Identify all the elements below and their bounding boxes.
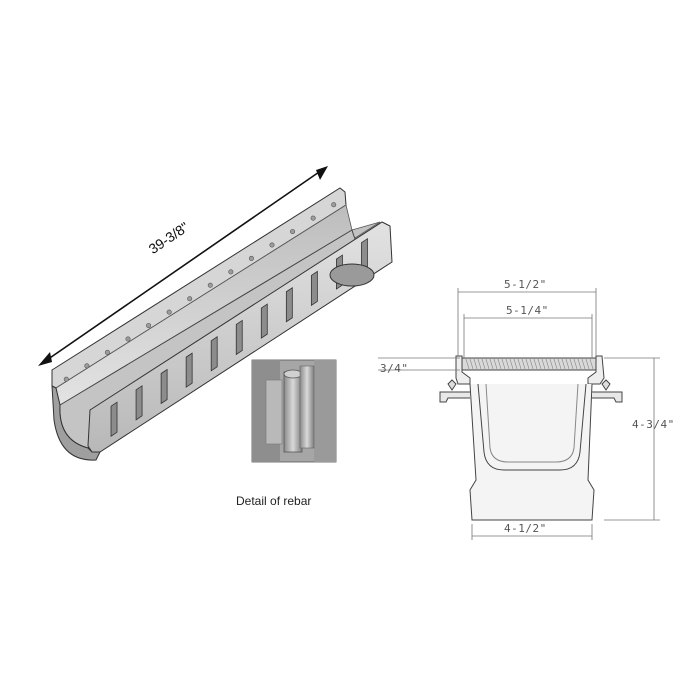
grate-slot	[513, 358, 518, 370]
rim-bump	[248, 255, 254, 261]
grate-slot	[585, 358, 590, 370]
grate-slot	[573, 358, 578, 370]
left-anchor	[439, 391, 470, 403]
grate-slot	[581, 358, 586, 370]
rim-bump	[104, 349, 110, 355]
grate-slot	[529, 358, 534, 370]
rim-bump	[331, 202, 337, 208]
front-rib	[185, 352, 193, 388]
rim-bump	[207, 282, 213, 288]
grate-slot	[541, 358, 546, 370]
grate-slot	[553, 358, 558, 370]
rim-bump	[228, 269, 234, 275]
channel-outlet	[329, 263, 375, 287]
frame-left-lip	[455, 355, 471, 385]
grate-slot	[569, 358, 574, 370]
grate-slot	[493, 358, 498, 370]
grate-slot	[521, 358, 526, 370]
grate-slot	[509, 358, 514, 370]
back-rim-ribs	[63, 202, 337, 382]
front-rib	[135, 385, 143, 421]
front-rib	[110, 401, 118, 437]
grate-slot	[473, 358, 478, 370]
grate-slot	[469, 358, 474, 370]
dim-top-outer-width: 5-1/2"	[504, 278, 547, 291]
dim-grate-depth: 3/4"	[380, 362, 409, 375]
rim-bump	[166, 309, 172, 315]
grate-slot	[557, 358, 562, 370]
grate-slot	[501, 358, 506, 370]
grate-slot	[565, 358, 570, 370]
grate-slot	[485, 358, 490, 370]
front-rib	[285, 287, 293, 323]
rim-bump	[269, 242, 275, 248]
front-rib	[260, 303, 268, 339]
front-rib	[310, 270, 318, 307]
grate-slot	[525, 358, 530, 370]
cross-section-view	[439, 355, 623, 521]
rim-bump	[146, 323, 152, 329]
grate-slot	[497, 358, 502, 370]
length-label: 39-3/8"	[146, 219, 192, 257]
grate-slot	[533, 358, 538, 370]
front-rib	[160, 368, 168, 405]
frame-right-lip	[587, 355, 605, 385]
grate-slot	[477, 358, 482, 370]
rebar-detail-inset	[251, 359, 337, 463]
rim-bump	[84, 363, 90, 369]
right-anchor	[592, 391, 623, 403]
channel-body-inner	[477, 383, 587, 471]
grate-slot	[549, 358, 554, 370]
channel-drain-3d-view	[51, 187, 393, 461]
rim-bump	[290, 229, 296, 235]
front-rib	[235, 319, 243, 356]
grate-slot	[517, 358, 522, 370]
grate-slot	[545, 358, 550, 370]
rim-bump	[125, 336, 131, 342]
rim-bump	[187, 296, 193, 302]
channel-body-outer	[469, 383, 595, 521]
rebar-rod	[283, 371, 303, 453]
cross-section-dimensions	[378, 288, 660, 540]
rim-bump	[63, 376, 69, 382]
grate-slot	[577, 358, 582, 370]
dim-grate-width: 5-1/4"	[506, 304, 549, 317]
grate-slot	[465, 358, 470, 370]
grate-slot	[589, 358, 594, 370]
grate-slot	[505, 358, 510, 370]
dim-bottom-width: 4-1/2"	[504, 522, 547, 535]
grate-slot	[537, 358, 542, 370]
front-rib	[210, 336, 218, 372]
rim-bump	[310, 215, 316, 221]
dim-total-height: 4-3/4"	[632, 418, 675, 431]
grate-slot	[489, 358, 494, 370]
grate-slot	[481, 358, 486, 370]
channel-end-face	[51, 385, 101, 461]
grate-slot	[561, 358, 566, 370]
detail-caption: Detail of rebar	[236, 494, 312, 508]
grate-hatch	[465, 358, 594, 370]
